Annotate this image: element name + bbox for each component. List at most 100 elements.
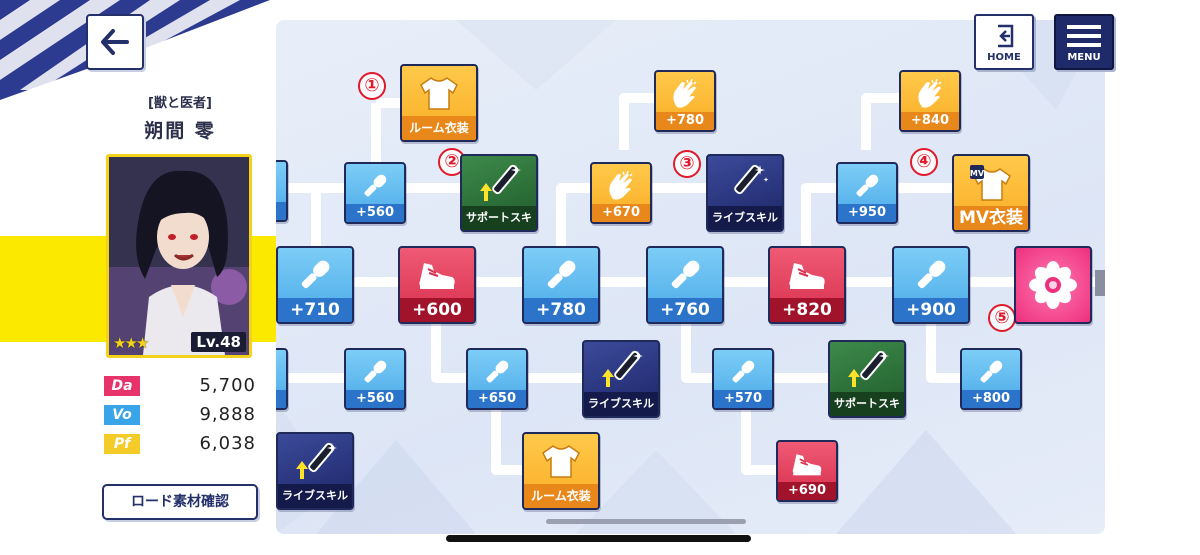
horizontal-scroll-handle[interactable] (1095, 270, 1105, 296)
microphone-icon (364, 174, 387, 197)
tile-label: +560 (346, 390, 404, 408)
tile-label: +650 (468, 390, 526, 408)
character-name: 朔間 零 (144, 120, 216, 142)
rarity-stars: ★★★ (113, 334, 149, 352)
home-indicator[interactable] (446, 535, 751, 542)
road-tile-edge[interactable] (276, 160, 288, 222)
glowstick-icon (734, 164, 769, 195)
marker-1: ① (358, 72, 386, 100)
mv-badge: MV (970, 169, 985, 178)
glowstick-icon (602, 350, 643, 387)
road-board[interactable]: ① ② ③ ④ ⑤ ルーム衣装 +780 +840 +560 サポートスキル (276, 20, 1105, 534)
tile-label: +560 (346, 204, 404, 222)
road-tile-clap[interactable]: +670 (590, 162, 652, 224)
microphone-icon (856, 174, 879, 197)
character-portrait[interactable]: ★★★ Lv.48 (106, 154, 252, 358)
road-tile-vocal[interactable]: +800 (960, 348, 1022, 410)
road-tile-live-skill[interactable]: ライブスキル (706, 154, 784, 232)
level-badge: Lv.48 (191, 332, 246, 352)
tshirt-icon: MV (970, 165, 1011, 201)
menu-label: MENU (1067, 52, 1101, 63)
microphone-icon (732, 360, 755, 383)
home-button[interactable]: HOME (974, 14, 1034, 70)
scrollbar[interactable] (546, 519, 746, 524)
microphone-icon (364, 360, 387, 383)
glowstick-icon (296, 442, 337, 479)
tile-label: +840 (901, 112, 959, 130)
tile-label: ルーム衣装 (524, 484, 598, 508)
stat-abbr-da: Da (104, 376, 140, 396)
road-tile-vocal[interactable]: +560 (344, 348, 406, 410)
road-tile-live-skill[interactable]: ライブスキル (276, 432, 354, 510)
road-tile-live-skill[interactable]: ライブスキル (582, 340, 660, 418)
tile-label: +690 (778, 482, 836, 500)
microphone-icon (980, 360, 1003, 383)
home-label: HOME (987, 52, 1021, 63)
clapping-hands-icon (609, 171, 633, 200)
road-tile-vocal[interactable]: +570 (712, 348, 774, 410)
sneaker-icon (792, 454, 822, 476)
tile-label: MV衣装 (954, 206, 1028, 230)
tshirt-icon (542, 445, 580, 478)
marker-4: ④ (910, 148, 938, 176)
marker-3: ③ (673, 150, 701, 178)
road-tile-clap[interactable]: +780 (654, 70, 716, 132)
tile-label: +670 (592, 204, 650, 222)
sneaker-icon (789, 263, 825, 289)
road-tile-clap[interactable]: +840 (899, 70, 961, 132)
tile-label: +780 (524, 298, 598, 322)
clapping-hands-icon (673, 79, 697, 108)
hamburger-icon (1067, 25, 1101, 47)
back-button[interactable] (86, 14, 144, 70)
stat-row-pf: Pf 6,038 (104, 432, 256, 456)
stat-value-da: 5,700 (199, 375, 256, 396)
card-title: [獣と医者] (148, 96, 212, 111)
tile-label: +820 (770, 298, 844, 322)
road-tile-mv-costume[interactable]: MV MV衣装 (952, 154, 1030, 232)
road-tile-support-skill[interactable]: サポートスキル (828, 340, 906, 418)
glowstick-icon (480, 164, 521, 201)
road-tile-vocal[interactable]: +780 (522, 246, 600, 324)
stat-abbr-pf: Pf (104, 434, 140, 454)
road-tile-edge[interactable] (276, 348, 288, 410)
microphone-icon (486, 360, 509, 383)
road-tile-vocal[interactable]: +950 (836, 162, 898, 224)
tile-label: +710 (278, 298, 352, 322)
road-tile-support-skill[interactable]: サポートスキル (460, 154, 538, 232)
tile-label: サポートスキル (462, 206, 536, 230)
road-tile-vocal[interactable]: +710 (276, 246, 354, 324)
microphone-icon (547, 260, 576, 289)
microphone-icon (671, 260, 700, 289)
tile-label: ライブスキル (708, 206, 782, 230)
load-materials-button[interactable]: ロード素材確認 (102, 484, 258, 520)
stat-value-pf: 6,038 (199, 433, 256, 454)
stat-row-vo: Vo 9,888 (104, 403, 256, 427)
exit-door-icon (998, 24, 1014, 48)
road-tile-room-costume[interactable]: ルーム衣装 (400, 64, 478, 142)
road-tile-dance[interactable]: +600 (398, 246, 476, 324)
stat-row-da: Da 5,700 (104, 374, 256, 398)
tile-label: ライブスキル (278, 484, 352, 508)
tile-label: サポートスキル (830, 392, 904, 416)
tile-label: +600 (400, 298, 474, 322)
tile-label: +780 (656, 112, 714, 130)
road-tile-dance[interactable]: +690 (776, 440, 838, 502)
road-tile-room-costume[interactable]: ルーム衣装 (522, 432, 600, 510)
road-tile-vocal[interactable]: +900 (892, 246, 970, 324)
marker-5: ⑤ (988, 304, 1016, 332)
road-tile-vocal[interactable]: +760 (646, 246, 724, 324)
road-tile-dance[interactable]: +820 (768, 246, 846, 324)
clapping-hands-icon (918, 79, 942, 108)
tile-label: ルーム衣装 (402, 116, 476, 140)
flower-icon (1029, 261, 1077, 309)
road-tile-vocal[interactable]: +560 (344, 162, 406, 224)
menu-button[interactable]: MENU (1054, 14, 1114, 70)
stat-value-vo: 9,888 (199, 404, 256, 425)
road-tile-vocal[interactable]: +650 (466, 348, 528, 410)
sneaker-icon (419, 263, 455, 289)
road-tile-goal[interactable] (1014, 246, 1092, 324)
microphone-icon (301, 260, 330, 289)
arrow-left-icon (101, 29, 129, 55)
tile-label: ライブスキル (584, 392, 658, 416)
tile-label: +950 (838, 204, 896, 222)
